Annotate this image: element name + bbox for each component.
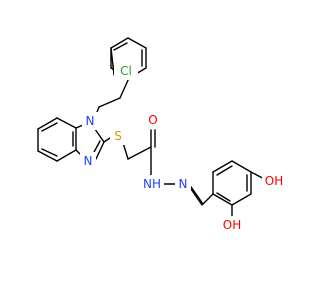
carbonyl-oxygen-label: O <box>148 113 157 127</box>
dihydroxyphenyl-ring <box>212 160 269 217</box>
atom-labels: Cl N N S O NH N OH OH <box>80 62 286 234</box>
sulfur-label: S <box>114 129 122 143</box>
hydroxyl-para-label: OH <box>265 174 283 188</box>
amide-nh-label: NH <box>143 177 161 191</box>
hydroxyl-ortho-label: OH <box>223 218 241 232</box>
nitrogen-top-label: N <box>86 114 95 128</box>
nitrogen-bottom-label: N <box>84 154 93 168</box>
chlorine-label: Cl <box>120 64 132 78</box>
imine-nitrogen-label: N <box>179 177 188 191</box>
chemical-structure: Cl N N S O NH N OH OH <box>37 37 286 234</box>
